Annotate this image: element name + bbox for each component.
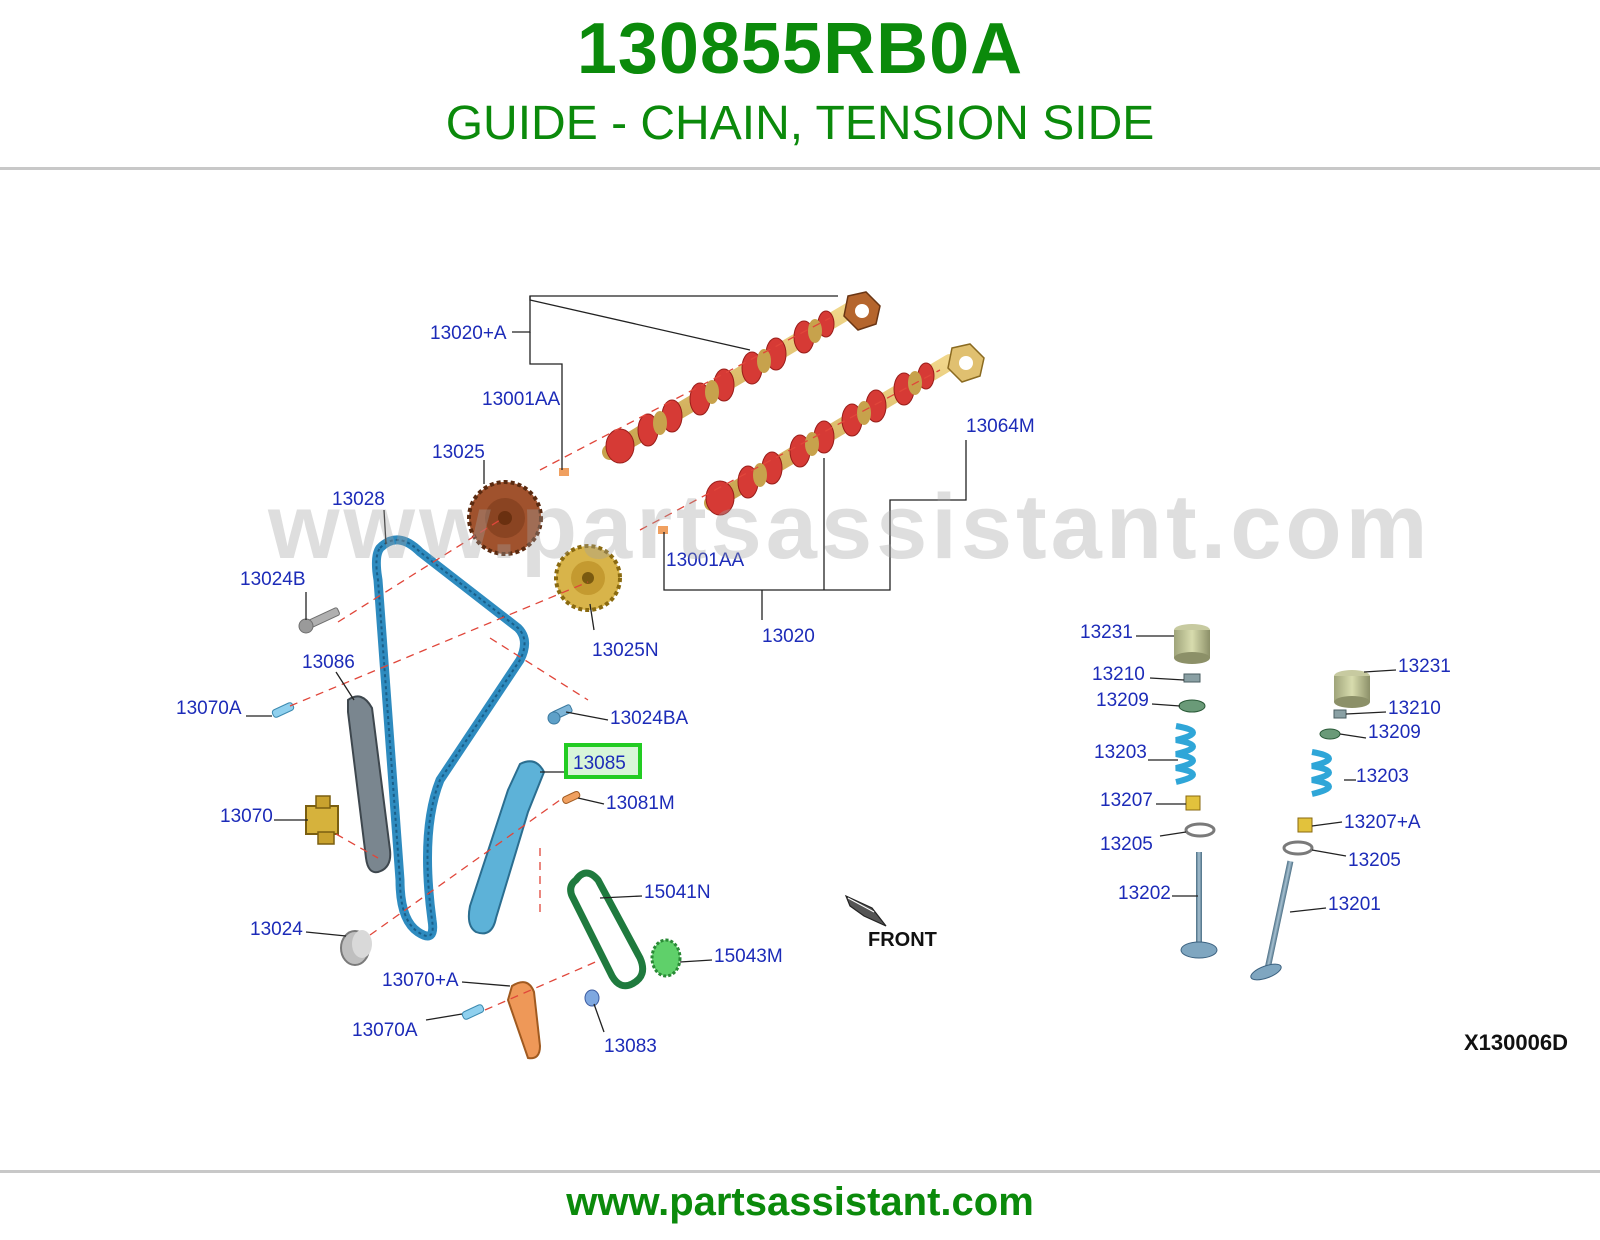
header-divider [0,167,1600,170]
footer-divider [0,1170,1600,1173]
callout-13210-left[interactable]: 13210 [1092,664,1145,685]
callout-13203-left[interactable]: 13203 [1094,742,1147,763]
part-name: GUIDE - CHAIN, TENSION SIDE [445,97,1155,150]
chain-tensioner-13070 [305,795,339,845]
callout-13025[interactable]: 13025 [432,442,485,463]
callout-13020[interactable]: 13020 [762,626,815,647]
callout-13024[interactable]: 13024 [250,919,303,940]
bolt-13070A-bottom [461,1004,485,1020]
callout-15041n[interactable]: 15041N [644,882,711,903]
callout-13070a-top[interactable]: 13070A [176,698,242,719]
callout-13070[interactable]: 13070 [220,806,273,827]
parts-diagram: 13020+A 13001AA 13025 13028 13024B 13086… [0,170,1600,1170]
diagram-code: X130006D [1464,1030,1568,1055]
sprocket-13025N [554,544,622,612]
callout-13231-right[interactable]: 13231 [1398,656,1451,677]
callout-13210-right[interactable]: 13210 [1388,698,1441,719]
exploded-view-svg: 13020+A 13001AA 13025 13028 13024B 13086… [176,291,1568,1060]
callout-13028[interactable]: 13028 [332,489,385,510]
leader-lines [246,295,1397,1033]
camshaft-lower [704,354,958,516]
callout-13085[interactable]: 13085 [573,753,626,774]
callout-13083[interactable]: 13083 [604,1036,657,1057]
callout-13070-plus-a[interactable]: 13070+A [382,970,459,991]
front-label: FRONT [868,929,937,951]
callout-13203-right[interactable]: 13203 [1356,766,1409,787]
front-arrow-icon [844,894,887,927]
sprocket-13024 [340,930,372,966]
bolt-13083 [584,989,600,1007]
chain-guide-13086 [347,695,392,874]
callout-13209-left[interactable]: 13209 [1096,690,1149,711]
tensioner-arm-13070A [506,981,542,1060]
oil-pump-chain-15041N [567,869,647,990]
callout-13086[interactable]: 13086 [302,652,355,673]
callout-13024b[interactable]: 13024B [240,569,306,590]
callout-13020-a[interactable]: 13020+A [430,323,507,344]
callout-13209-right[interactable]: 13209 [1368,722,1421,743]
callout-13231-left[interactable]: 13231 [1080,622,1133,643]
bolt-13024B [298,607,340,634]
callout-13202[interactable]: 13202 [1118,883,1171,904]
header: 130855RB0A GUIDE - CHAIN, TENSION SIDE [0,0,1600,170]
sensor-plate-upper [843,291,881,331]
part-number: 130855RB0A [576,9,1024,89]
chain-guide-13085 [467,760,546,935]
callout-13207[interactable]: 13207 [1100,790,1153,811]
alignment-lines [289,317,941,1011]
callout-13001aa-mid[interactable]: 13001AA [666,550,745,571]
callout-13205-right[interactable]: 13205 [1348,850,1401,871]
callout-13025n[interactable]: 13025N [592,640,659,661]
sprocket-13025 [467,480,543,556]
callout-13070a-bottom[interactable]: 13070A [352,1020,418,1041]
footer-url[interactable]: www.partsassistant.com [566,1180,1034,1224]
callout-13201[interactable]: 13201 [1328,894,1381,915]
callout-13205-left[interactable]: 13205 [1100,834,1153,855]
dowel-pin-lower [658,526,668,534]
sensor-plate-lower [947,343,985,383]
callout-13081m[interactable]: 13081M [606,793,675,814]
callout-13207-plus-a[interactable]: 13207+A [1344,812,1421,833]
highlight-box-13085 [564,743,642,779]
callout-15043m[interactable]: 15043M [714,946,783,967]
camshaft-upper [602,302,858,464]
pin-13081M [562,790,581,804]
callout-13064m[interactable]: 13064M [966,416,1035,437]
bolt-13070A-top [271,702,295,718]
callouts: 13020+A 13001AA 13025 13028 13024B 13086… [176,323,1451,1057]
callout-13024ba[interactable]: 13024BA [610,708,689,729]
valve-assembly-left [1174,624,1218,959]
bolt-13024BA [547,704,573,725]
valve-assembly-right [1250,670,1370,981]
dowel-pin-upper [559,468,569,476]
callout-13001aa-top[interactable]: 13001AA [482,389,561,410]
oil-pump-sprocket-15043M [650,938,682,978]
